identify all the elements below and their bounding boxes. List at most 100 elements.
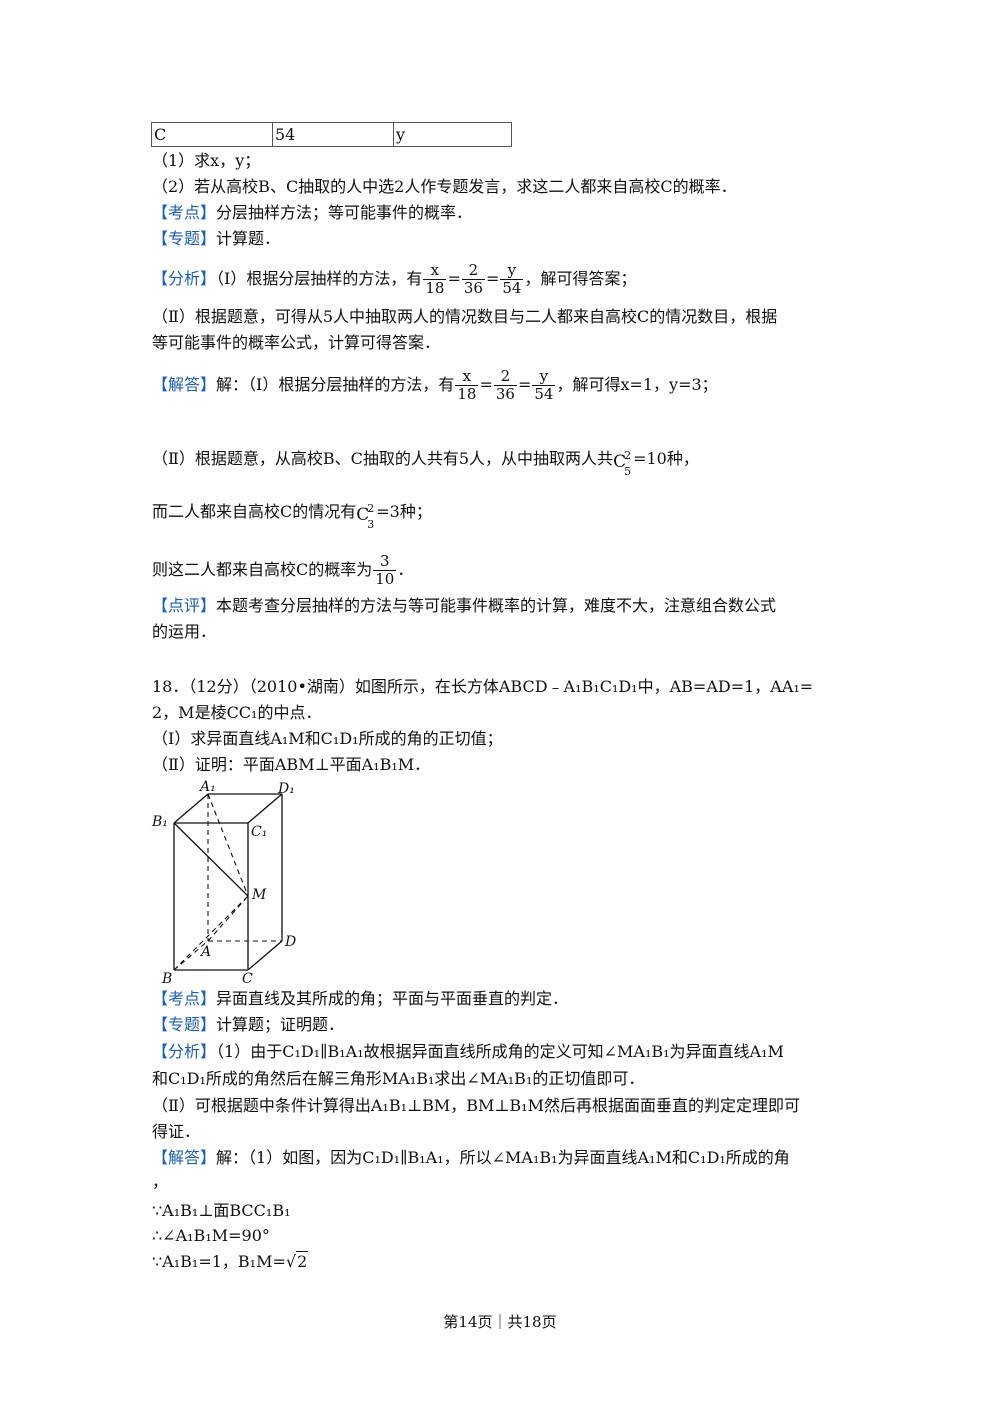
fenxi-tag: 【分析】 [152, 1042, 217, 1061]
numerator: 3 [373, 553, 397, 571]
jieda-text: （Ⅱ）根据题意，从高校B、C抽取的人共有5人，从中抽取两人共 [152, 449, 614, 468]
q17-part1: （1）求x，y； [152, 151, 261, 170]
comb-lower: 3 [367, 517, 375, 531]
label-a1: A₁ [198, 779, 216, 795]
denominator: 10 [375, 570, 395, 588]
q17-dianping1: 【点评】本题考查分层抽样的方法与等可能事件概率的计算，难度不大，注意组合数公式 [152, 595, 776, 617]
q18-jieda1: 【解答】解：（1）如图，因为C₁D₁∥B₁A₁，所以∠MA₁B₁为异面直线A₁M… [152, 1147, 790, 1169]
q17-dianping2: 的运用． [152, 622, 217, 641]
denominator: 18 [457, 385, 477, 403]
fenxi-text: （1）由于C₁D₁∥B₁A₁故根据异面直线所成角的定义可知∠MA₁B₁为异面直线… [216, 1042, 784, 1061]
numerator: x [423, 262, 447, 280]
label-b1: B₁ [151, 814, 168, 830]
jieda-text: =10种， [633, 449, 699, 468]
jieda-text: 则这二人都来自高校C的概率为 [152, 560, 373, 579]
comb-upper: 2 [367, 501, 375, 515]
comb-lower: 5 [624, 464, 632, 478]
comb-upper: 2 [624, 448, 632, 462]
q18-jieda3: ∵A₁B₁⊥面BCC₁B₁ [152, 1201, 291, 1220]
label-a: A [199, 944, 211, 960]
edge-c1-d1 [247, 793, 283, 824]
jieda-text: 而二人都来自高校C的情况有 [152, 502, 357, 521]
dianping-tag: 【点评】 [152, 596, 217, 615]
denominator: 36 [463, 279, 483, 297]
jieda-tag: 【解答】 [152, 375, 217, 394]
edge-b1-a1 [173, 793, 209, 824]
jieda-text: 解：（1）如图，因为C₁D₁∥B₁A₁，所以∠MA₁B₁为异面直线A₁M和C₁D… [216, 1148, 790, 1167]
comb-symbol: C [356, 504, 370, 525]
kaodian-tag: 【考点】 [152, 203, 217, 222]
q17-fenxi2: （Ⅱ）根据题意，可得从5人中抽取两人的情况数目与二人都来自高校C的情况数目，根据 [152, 307, 778, 326]
denominator: 18 [425, 279, 445, 297]
denominator: 54 [534, 385, 554, 403]
q18-head: 18．（12分）（2010•湖南）如图所示，在长方体ABCD﹣A₁B₁C₁D₁中… [152, 677, 814, 696]
edge-c-d [247, 940, 283, 971]
q18-kaodian: 【考点】异面直线及其所成的角；平面与平面垂直的判定． [152, 988, 568, 1010]
numerator: x [455, 368, 479, 386]
jieda-text: =3种； [376, 502, 432, 521]
table-cell: C [151, 122, 273, 147]
numerator: 2 [493, 368, 517, 386]
hidden-edge-b-a [173, 940, 209, 971]
table-cell: 54 [272, 122, 394, 147]
q17-fenxi3: 等可能事件的概率公式，计算可得答案． [152, 333, 441, 352]
sqrt-radicand: 2 [296, 1251, 309, 1271]
q18-fenxi1: 【分析】（1）由于C₁D₁∥B₁A₁故根据异面直线所成角的定义可知∠MA₁B₁为… [152, 1041, 784, 1063]
q18-fenxi2: 和C₁D₁所成的角然后在解三角形MA₁B₁求出∠MA₁B₁的正切值即可． [152, 1069, 645, 1088]
table-cell: y [393, 122, 512, 147]
hidden-segment-a1-m [207, 793, 249, 897]
q17-zhuanti: 【专题】计算题． [152, 228, 280, 250]
q17-part2: （2）若从高校B、C抽取的人中选2人作专题发言，求这二人都来自高校C的概率． [152, 177, 737, 196]
equals: = [479, 375, 493, 394]
jieda-text: ． [397, 560, 414, 579]
zhuanti-text: 计算题． [216, 229, 281, 248]
kaodian-text: 分层抽样方法；等可能事件的概率． [216, 203, 473, 222]
jieda-text: ，解可得x=1，y=3； [556, 375, 718, 394]
equals: = [447, 269, 461, 288]
zhuanti-text: 计算题；证明题． [216, 1015, 345, 1034]
equals: = [517, 375, 532, 394]
sqrt-sign: √ [285, 1252, 297, 1271]
q18-jieda5: ∵A₁B₁=1，B₁M=√2 [152, 1251, 309, 1273]
label-c1: C₁ [251, 824, 267, 840]
zhuanti-tag: 【专题】 [152, 1015, 217, 1034]
cuboid-figure: A₁ D₁ B₁ C₁ M D A B C [151, 779, 296, 987]
label-b: B [161, 971, 172, 987]
q18-part1: （Ⅰ）求异面直线A₁M和C₁D₁所成的角的正切值； [152, 729, 503, 748]
dianping-text: 本题考查分层抽样的方法与等可能事件概率的计算，难度不大，注意组合数公式 [216, 596, 777, 615]
label-c: C [242, 971, 253, 987]
fenxi-text: ，解可得答案； [524, 269, 637, 288]
q18-jieda2: ， [152, 1172, 169, 1191]
label-d1: D₁ [277, 781, 295, 797]
fenxi-text: （Ⅰ）根据分层抽样的方法，有 [216, 269, 423, 288]
q18-head2: 2，M是棱CC₁的中点． [152, 703, 322, 722]
hidden-segment-a-m [207, 895, 249, 942]
kaodian-tag: 【考点】 [152, 989, 217, 1008]
denominator: 54 [502, 279, 522, 297]
jieda-tag: 【解答】 [152, 1148, 217, 1167]
zhuanti-tag: 【专题】 [152, 229, 217, 248]
q18-zhuanti: 【专题】计算题；证明题． [152, 1014, 344, 1036]
comb-symbol: C [613, 451, 627, 472]
denominator: 36 [495, 385, 515, 403]
page-footer: 第14页｜共18页 [443, 1313, 557, 1331]
q18-part2: （Ⅱ）证明：平面ABM⊥平面A₁B₁M． [152, 755, 431, 774]
label-d: D [284, 934, 296, 950]
q17-kaodian: 【考点】分层抽样方法；等可能事件的概率． [152, 202, 472, 224]
q18-fenxi4: 得证． [152, 1122, 201, 1141]
kaodian-text: 异面直线及其所成的角；平面与平面垂直的判定． [216, 989, 569, 1008]
numerator: y [500, 262, 524, 280]
numerator: 2 [461, 262, 485, 280]
numerator: y [532, 368, 556, 386]
jieda-text: 解：（Ⅰ）根据分层抽样的方法，有 [216, 375, 455, 394]
